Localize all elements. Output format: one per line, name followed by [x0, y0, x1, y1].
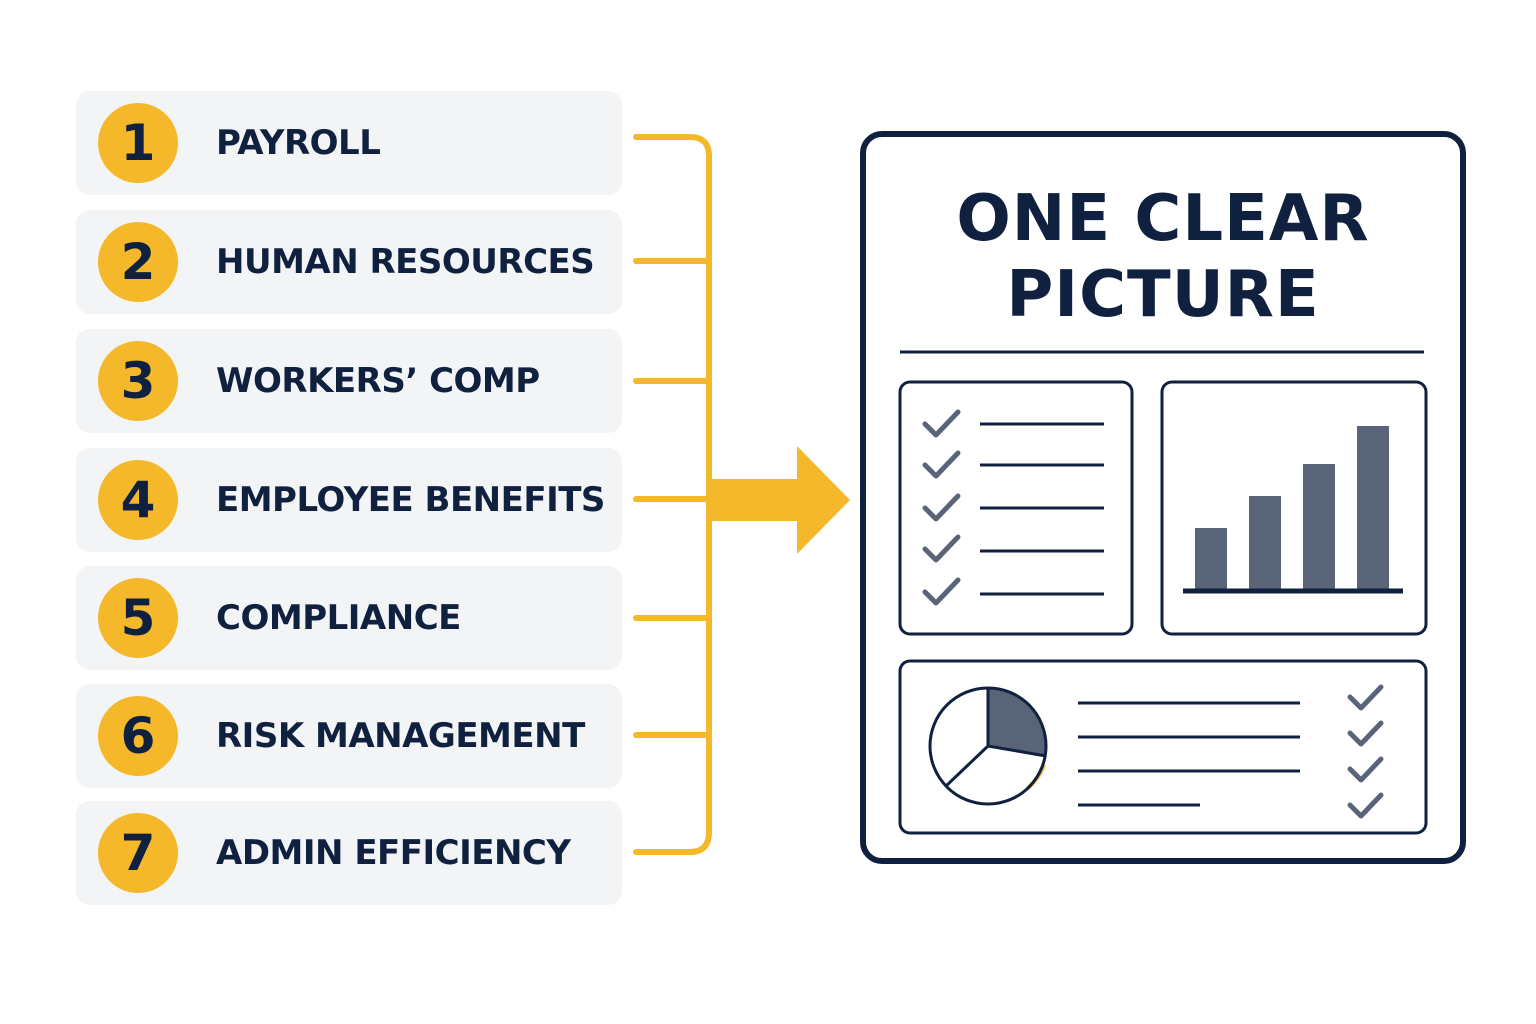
item-label: WORKERS’ COMP: [216, 361, 540, 401]
bracket-line: [633, 134, 712, 855]
item-label: ADMIN EFFICIENCY: [216, 833, 571, 873]
list-item-1: 1 PAYROLL: [76, 91, 622, 195]
list-item-4: 4 EMPLOYEE BENEFITS: [76, 448, 622, 552]
number-badge: 5: [98, 578, 178, 658]
summary-panel: ONE CLEAR PICTURE: [860, 131, 1466, 864]
number-badge: 2: [98, 222, 178, 302]
list-item-3: 3 WORKERS’ COMP: [76, 329, 622, 433]
panel-title: ONE CLEAR PICTURE: [866, 181, 1460, 333]
number-badge: 1: [98, 103, 178, 183]
list-item-2: 2 HUMAN RESOURCES: [76, 210, 622, 314]
list-item-6: 6 RISK MANAGEMENT: [76, 684, 622, 788]
number-badge: 4: [98, 460, 178, 540]
item-label: HUMAN RESOURCES: [216, 242, 595, 282]
item-label: EMPLOYEE BENEFITS: [216, 480, 605, 520]
arrow-shaft: [706, 479, 800, 521]
number-badge: 3: [98, 341, 178, 421]
item-label: PAYROLL: [216, 123, 381, 163]
list-item-7: 7 ADMIN EFFICIENCY: [76, 801, 622, 905]
item-label: RISK MANAGEMENT: [216, 716, 585, 756]
panel-title-line-2: PICTURE: [1006, 258, 1320, 332]
number-badge: 7: [98, 813, 178, 893]
number-badge: 6: [98, 696, 178, 776]
arrow-head: [797, 446, 850, 554]
list-item-5: 5 COMPLIANCE: [76, 566, 622, 670]
panel-title-line-1: ONE CLEAR: [956, 182, 1370, 256]
item-label: COMPLIANCE: [216, 598, 461, 638]
